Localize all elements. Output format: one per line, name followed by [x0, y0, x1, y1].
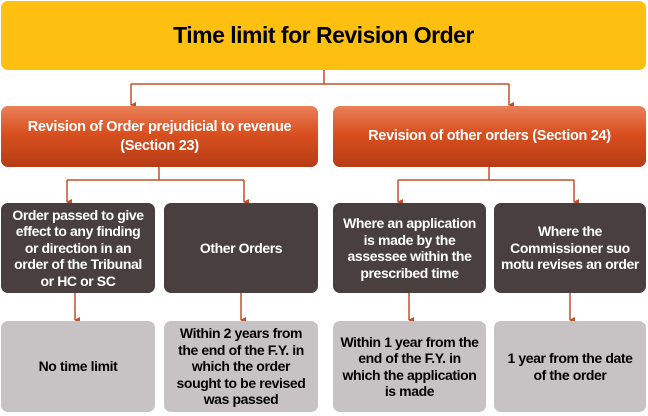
section-24-box: Revision of other orders (Section 24) [333, 106, 646, 167]
result-line: No time limit [38, 358, 118, 375]
section-label-line: Revision of Order prejudicial to revenue [27, 118, 292, 135]
condition-line: effect to any finding [15, 223, 141, 240]
condition-line: is made by the [363, 231, 456, 248]
result-line: Within 2 years from [179, 325, 303, 342]
result-line: sought to be revised [176, 374, 306, 391]
diagram-title: Time limit for Revision Order [1, 1, 646, 70]
result-line: the end of the F.Y. in [178, 341, 304, 358]
condition-line: Other Orders [199, 239, 283, 256]
result-box-two-years: Within 2 years from the end of the F.Y. … [164, 321, 318, 412]
result-line: which the order [191, 358, 291, 375]
result-line: end of the F.Y. in [358, 350, 461, 366]
condition-line: motu revises an order [501, 256, 639, 273]
result-box-no-limit: No time limit [1, 321, 155, 412]
condition-line: Where an application [343, 215, 476, 231]
condition-box-suo-motu: Where the Commissioner suo motu revises … [494, 203, 646, 293]
condition-line: assessee within the [347, 248, 472, 264]
condition-line: or direction in an [24, 239, 132, 256]
result-line: 1 year from the date [507, 350, 633, 366]
result-line: is made [384, 383, 435, 399]
condition-line: Commissioner suo [510, 239, 630, 256]
result-line: which the application [342, 366, 477, 383]
result-line: Within 1 year from the [340, 333, 479, 350]
result-box-one-year-fy: Within 1 year from the end of the F.Y. i… [333, 321, 486, 412]
condition-line: Where the [537, 223, 603, 240]
condition-line: order of the Tribunal [14, 256, 142, 273]
condition-box-assessee-application: Where an application is made by the asse… [333, 203, 486, 293]
condition-line: prescribed time [360, 264, 459, 281]
section-label-line: (Section 23) [120, 137, 199, 154]
section-label-line: Revision of other orders (Section 24) [368, 128, 611, 144]
connector-section-23 [67, 167, 244, 181]
connector-title [131, 70, 509, 85]
condition-box-tribunal-order: Order passed to give effect to any findi… [1, 203, 155, 293]
section-23-box: Revision of Order prejudicial to revenue… [1, 106, 318, 167]
condition-line: or HC or SC [40, 272, 116, 289]
condition-line: Order passed to give [12, 206, 144, 223]
result-box-one-year-order-date: 1 year from the date of the order [494, 321, 646, 412]
result-line: of the order [533, 366, 607, 383]
condition-box-other-orders: Other Orders [164, 203, 318, 293]
result-line: was passed [203, 391, 279, 408]
connector-section-24 [398, 167, 574, 181]
